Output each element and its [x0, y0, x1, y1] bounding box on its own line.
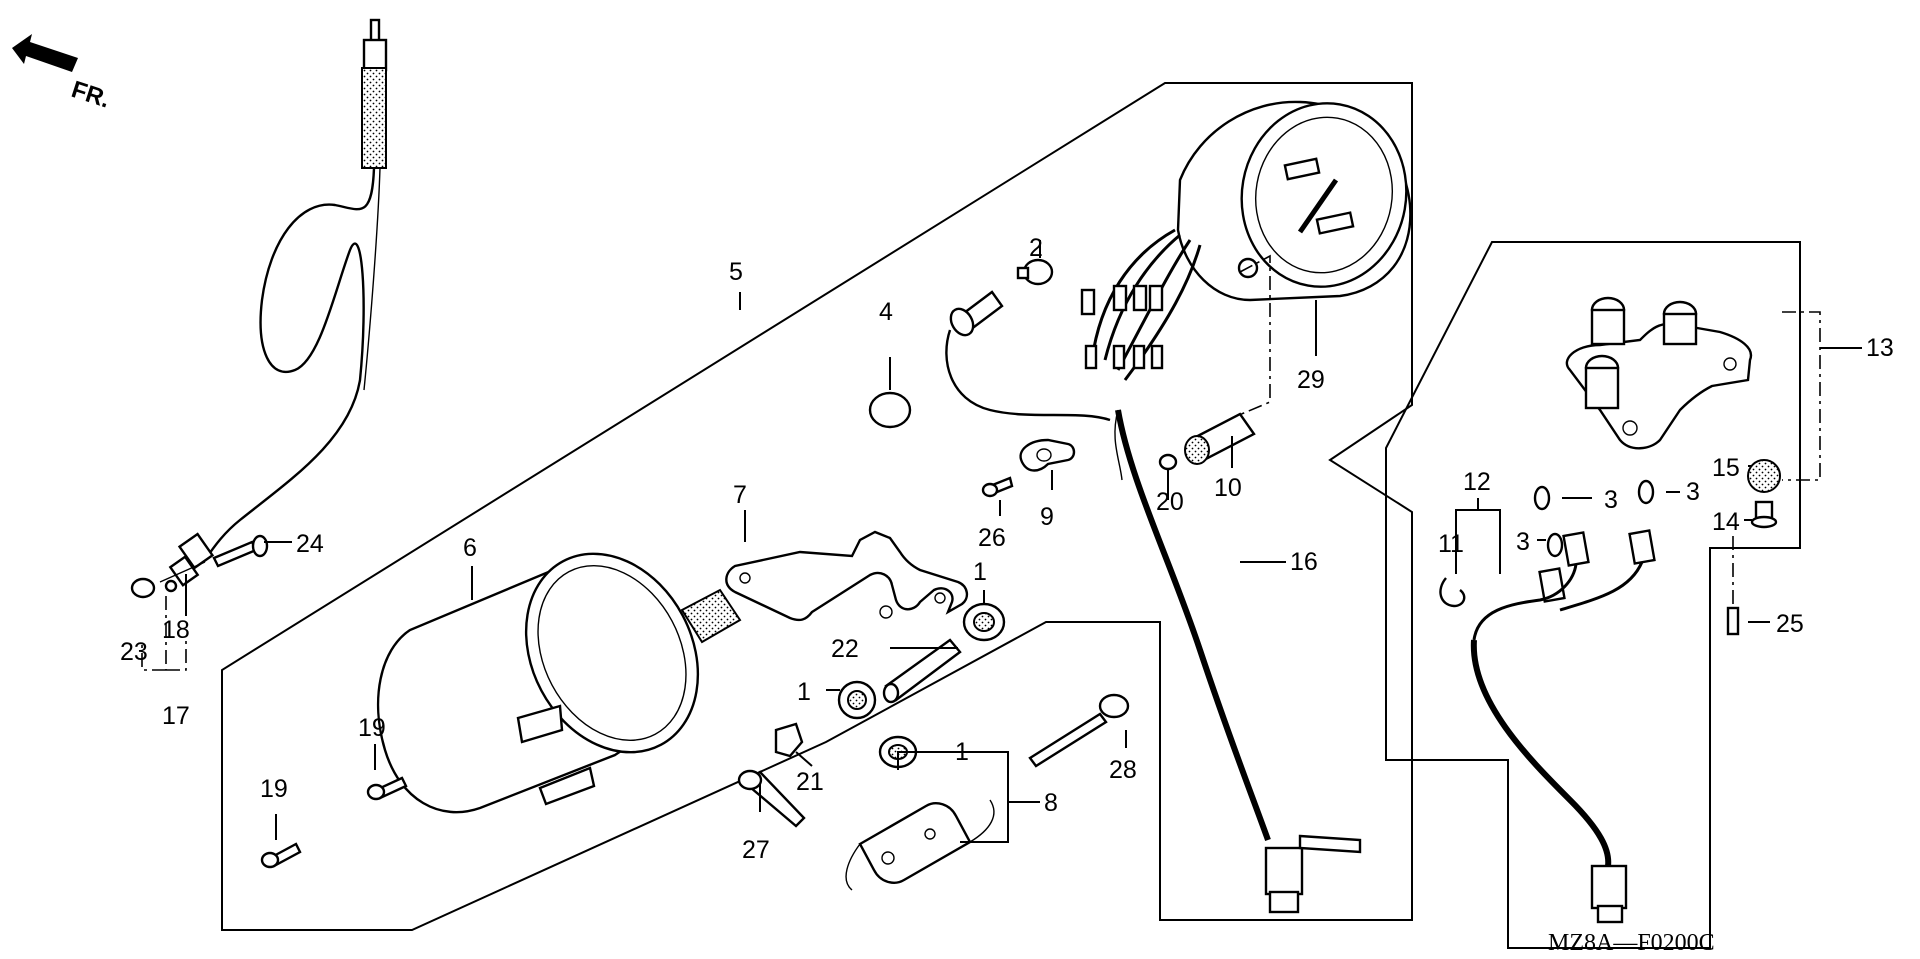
callout-20: 20 [1156, 488, 1184, 516]
bracket-group-frame [1385, 241, 1801, 949]
callout-1-upper: 1 [973, 558, 987, 586]
wire-harness [1080, 228, 1362, 914]
callout-3-c: 3 [1516, 528, 1530, 556]
long-bolt-28 [1028, 693, 1130, 768]
callout-4: 4 [879, 298, 893, 326]
collar-14 [1750, 500, 1778, 529]
callout-7: 7 [733, 481, 747, 509]
callout-19-upper: 19 [358, 714, 386, 742]
clip-11 [1439, 577, 1466, 608]
indicator-holder [1565, 296, 1753, 450]
plug-cap [868, 391, 912, 429]
figure-code: MZ8A—F0200C [1548, 930, 1715, 956]
cable-end-fitting [159, 532, 215, 593]
grommet-upper [962, 602, 1006, 642]
callout-8: 8 [1044, 789, 1058, 817]
callout-10: 10 [1214, 474, 1242, 502]
callout-27: 27 [742, 836, 770, 864]
speedometer-cable [204, 18, 388, 561]
callout-12: 12 [1463, 468, 1491, 496]
callout-labels: 5 2 4 6 7 1 22 1 9 26 20 10 16 29 21 27 … [120, 234, 1894, 864]
arrow-front-icon [12, 34, 78, 72]
meter-group-frame [221, 82, 1413, 931]
washer-icon [130, 577, 156, 599]
callout-2: 2 [1029, 234, 1043, 262]
screw-26 [981, 476, 1014, 498]
callout-5: 5 [729, 258, 743, 286]
leader-lines [141, 240, 1862, 843]
indicator-harness [1470, 529, 1656, 924]
grommet-middle [837, 680, 877, 720]
nut-21 [774, 722, 804, 758]
screw-19-b [260, 842, 302, 869]
grommet-15 [1747, 459, 1781, 493]
bulb-3-c [1546, 532, 1564, 558]
callout-9: 9 [1040, 503, 1054, 531]
callout-15: 15 [1712, 454, 1740, 482]
callout-11: 11 [1438, 530, 1464, 558]
callout-3-b: 3 [1686, 478, 1700, 506]
callout-16: 16 [1290, 548, 1318, 576]
screw-20 [1158, 453, 1178, 471]
gear-joint [1184, 412, 1256, 465]
bolt-27 [737, 769, 806, 828]
callout-1-middle: 1 [797, 678, 811, 706]
callout-25: 25 [1776, 610, 1804, 638]
cable-clamp [1019, 438, 1076, 472]
meter-case [376, 552, 700, 814]
callout-13: 13 [1866, 334, 1894, 362]
callout-23: 23 [120, 638, 148, 666]
rubber-block [680, 588, 742, 644]
callout-29: 29 [1297, 366, 1325, 394]
callout-19-lower: 19 [260, 775, 288, 803]
speedometer-assembly [1176, 100, 1412, 302]
direction-label: FR. [68, 76, 113, 114]
callout-18: 18 [162, 616, 190, 644]
meter-bracket [725, 530, 969, 622]
callout-17: 17 [162, 702, 190, 730]
callout-21: 21 [796, 768, 824, 796]
callout-14: 14 [1712, 508, 1740, 536]
bolt-25 [1726, 606, 1740, 636]
callout-26: 26 [978, 524, 1006, 552]
bulb-3-a [1533, 485, 1551, 511]
callout-6: 6 [463, 534, 477, 562]
callout-24: 24 [296, 530, 324, 558]
bulb-socket [945, 290, 1111, 422]
collar-pipe [882, 638, 962, 704]
cable-screw [212, 534, 269, 568]
stay-8 [845, 799, 995, 891]
bulb-icon [1016, 258, 1054, 286]
screw-19-a [366, 776, 408, 801]
callout-22: 22 [831, 635, 859, 663]
bulb-3-b [1637, 479, 1655, 505]
callout-1-lower: 1 [955, 738, 969, 766]
callout-28: 28 [1109, 756, 1137, 784]
callout-3-a: 3 [1604, 486, 1618, 514]
